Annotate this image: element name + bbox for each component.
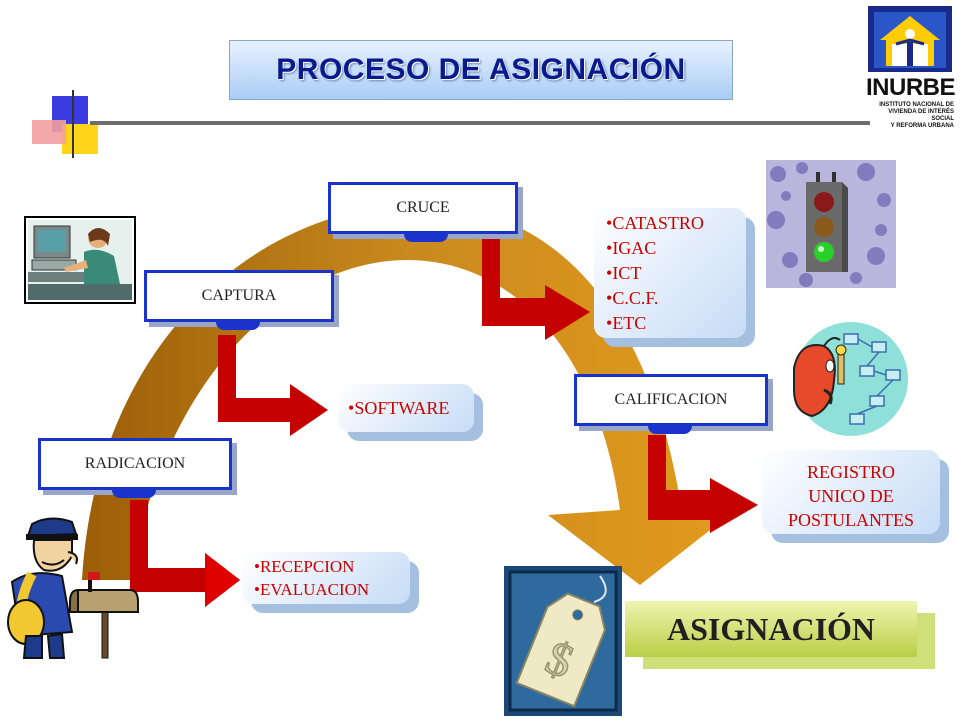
detail-item: SOFTWARE	[348, 396, 474, 421]
corner-decoration	[32, 90, 100, 160]
detail-line: UNICO DE	[808, 486, 894, 506]
step-radicacion-label: RADICACION	[84, 455, 186, 472]
logo-house-icon	[868, 6, 952, 72]
step-cruce-label: CRUCE	[396, 199, 450, 216]
logo-name: INURBE	[866, 74, 956, 101]
detail-item: CATASTRO	[606, 211, 746, 236]
detail-captura: SOFTWARE	[338, 384, 474, 432]
flowchart-thinker-icon	[793, 322, 908, 436]
inurbe-logo: INURBE INSTITUTO NACIONAL DE VIVIENDA DE…	[866, 4, 956, 129]
logo-subtitle-line: Y REFORMA URBANA	[890, 123, 954, 129]
detail-calificacion: REGISTRO UNICO DE POSTULANTES	[762, 450, 940, 534]
detail-radicacion: RECEPCION EVALUACION	[242, 552, 410, 604]
mailman-icon	[7, 517, 139, 659]
logo-subtitle: INSTITUTO NACIONAL DE VIVIENDA DE INTERÉ…	[868, 102, 954, 130]
step-calificacion-tab	[648, 425, 692, 434]
detail-item: ETC	[606, 311, 746, 336]
step-captura-tab	[216, 321, 260, 330]
logo-subtitle-line: INSTITUTO NACIONAL DE	[879, 102, 954, 108]
header-rule	[90, 121, 870, 125]
step-calificacion-label: CALIFICACION	[614, 391, 728, 408]
connector-captura-arrow	[218, 335, 328, 436]
traffic-light-icon	[766, 160, 896, 288]
detail-cruce: CATASTRO IGAC ICT C.C.F. ETC	[594, 208, 746, 338]
step-cruce: CRUCE	[328, 182, 518, 234]
step-captura-label: CAPTURA	[201, 287, 277, 304]
decor-vertical-line	[72, 90, 74, 158]
title-banner: PROCESO DE ASIGNACIÓN	[229, 40, 733, 100]
detail-line: POSTULANTES	[787, 510, 914, 530]
page-title: PROCESO DE ASIGNACIÓN	[276, 53, 686, 86]
connector-radicacion-arrow	[130, 500, 240, 607]
result-banner: ASIGNACIÓN	[625, 601, 917, 657]
step-radicacion: RADICACION	[38, 438, 232, 490]
detail-item: IGAC	[606, 236, 746, 261]
detail-item: EVALUACION	[254, 578, 410, 601]
logo-subtitle-line: VIVIENDA DE INTERÉS SOCIAL	[888, 109, 954, 122]
step-captura: CAPTURA	[144, 270, 334, 322]
step-radicacion-tab	[112, 489, 156, 498]
decor-pink-square	[32, 120, 66, 144]
price-tag-icon: $	[504, 566, 622, 716]
detail-item: RECEPCION	[254, 555, 410, 578]
connector-calificacion-arrow	[648, 435, 758, 533]
detail-item: ICT	[606, 261, 746, 286]
step-cruce-tab	[404, 233, 448, 242]
detail-item: C.C.F.	[606, 286, 746, 311]
detail-line: REGISTRO	[806, 462, 895, 482]
connector-cruce-arrow	[482, 238, 590, 340]
result-label: ASIGNACIÓN	[666, 610, 876, 647]
decor-yellow-square	[62, 124, 98, 154]
computer-user-icon	[24, 216, 136, 304]
step-calificacion: CALIFICACION	[574, 374, 768, 426]
